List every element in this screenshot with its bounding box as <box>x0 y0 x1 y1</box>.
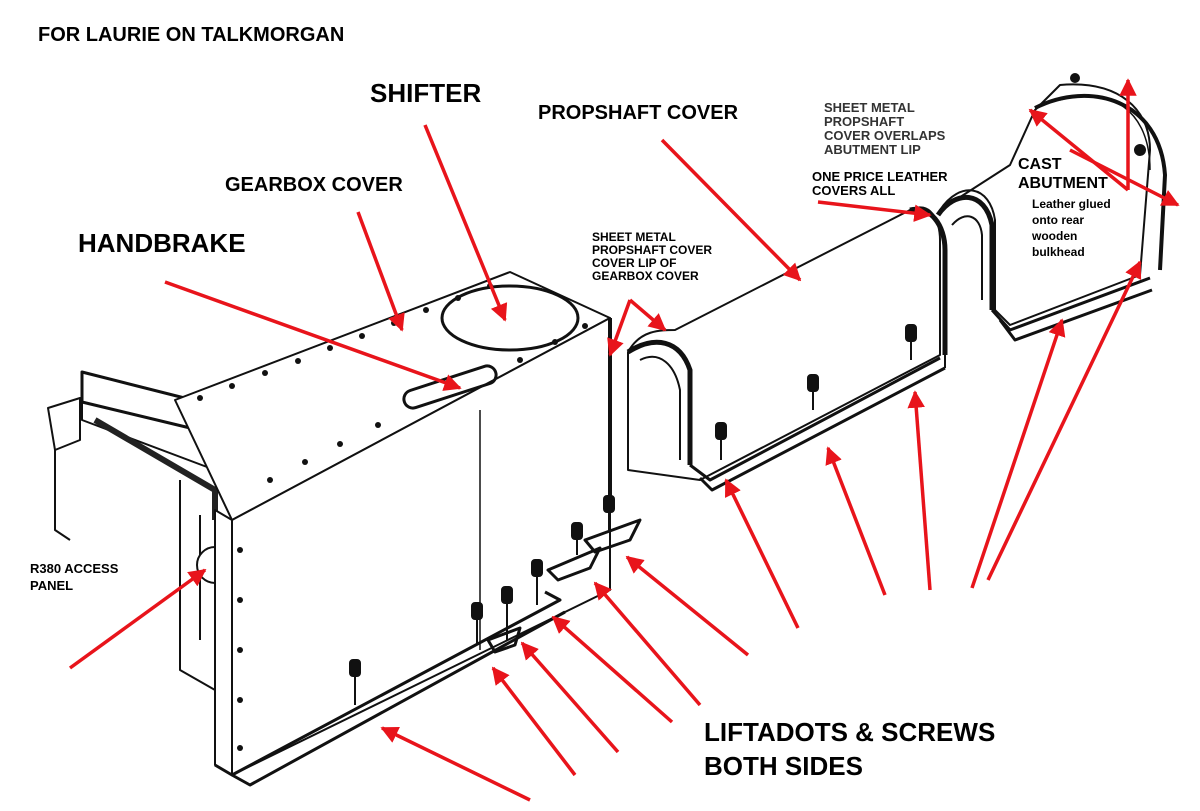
arrow-sheet-metal-gearbox-b <box>628 298 667 332</box>
arrow-liftadot-10 <box>970 318 1066 589</box>
tunnel-drawing <box>47 73 1167 787</box>
arrow-liftadot-1 <box>380 726 531 802</box>
cast-abutment <box>935 73 1167 342</box>
label-leather-glued: Leather glued onto rear wooden bulkhead <box>1032 197 1111 259</box>
shifter-hole <box>440 284 580 352</box>
label-sheet-metal-gearbox: SHEET METAL PROPSHAFT COVER COVER LIP OF… <box>592 230 713 283</box>
liftadot <box>905 324 917 360</box>
arrow-r380 <box>68 568 207 670</box>
label-propshaft-cover: PROPSHAFT COVER <box>538 102 739 124</box>
arrow-liftadot-4 <box>551 615 674 724</box>
arrow-abutment-a <box>1028 108 1130 192</box>
liftadot <box>807 374 819 410</box>
label-liftadots: LIFTADOTS & SCREWS BOTH SIDES <box>704 717 996 781</box>
label-shifter: SHIFTER <box>370 78 482 108</box>
arrow-liftadot-3 <box>520 641 620 754</box>
arrow-gearbox-cover <box>356 211 405 332</box>
label-one-piece-leather: ONE PRICE LEATHER COVERS ALL <box>812 169 948 198</box>
liftadot <box>571 522 583 555</box>
liftadot <box>471 602 483 645</box>
annotation-arrows <box>68 78 1180 802</box>
liftadots <box>349 324 917 705</box>
arrow-liftadot-5 <box>593 581 702 707</box>
label-r380-access-panel: R380 ACCESS PANEL <box>30 561 119 593</box>
arrow-liftadot-6 <box>625 555 750 657</box>
gearbox-cover <box>174 271 612 787</box>
liftadot <box>501 586 513 640</box>
label-handbrake: HANDBRAKE <box>78 228 246 258</box>
arrow-liftadot-8 <box>825 446 887 596</box>
arrow-shifter <box>423 124 508 322</box>
arrow-handbrake <box>164 280 462 391</box>
liftadot <box>603 495 615 530</box>
arrow-propshaft-cover <box>660 138 802 282</box>
arrow-liftadot-11 <box>986 260 1142 581</box>
rivets <box>197 283 588 751</box>
liftadot <box>349 659 361 705</box>
arrow-liftadot-7 <box>724 478 800 629</box>
liftadot <box>715 422 727 460</box>
arrow-abutment-c <box>1069 148 1180 207</box>
label-gearbox-cover: GEARBOX COVER <box>225 174 403 196</box>
diagram-title: FOR LAURIE ON TALKMORGAN <box>38 24 345 46</box>
arrow-liftadot-9 <box>907 390 932 591</box>
arrow-sheet-metal-gearbox-a <box>607 299 632 357</box>
arrow-one-piece-leather <box>817 200 932 222</box>
label-cast-abutment: CAST ABUTMENT <box>1018 156 1108 192</box>
arrow-liftadot-2 <box>491 666 577 777</box>
label-sheet-metal-abutment: SHEET METAL PROPSHAFT COVER OVERLAPS ABU… <box>824 100 946 157</box>
liftadot <box>531 559 543 605</box>
